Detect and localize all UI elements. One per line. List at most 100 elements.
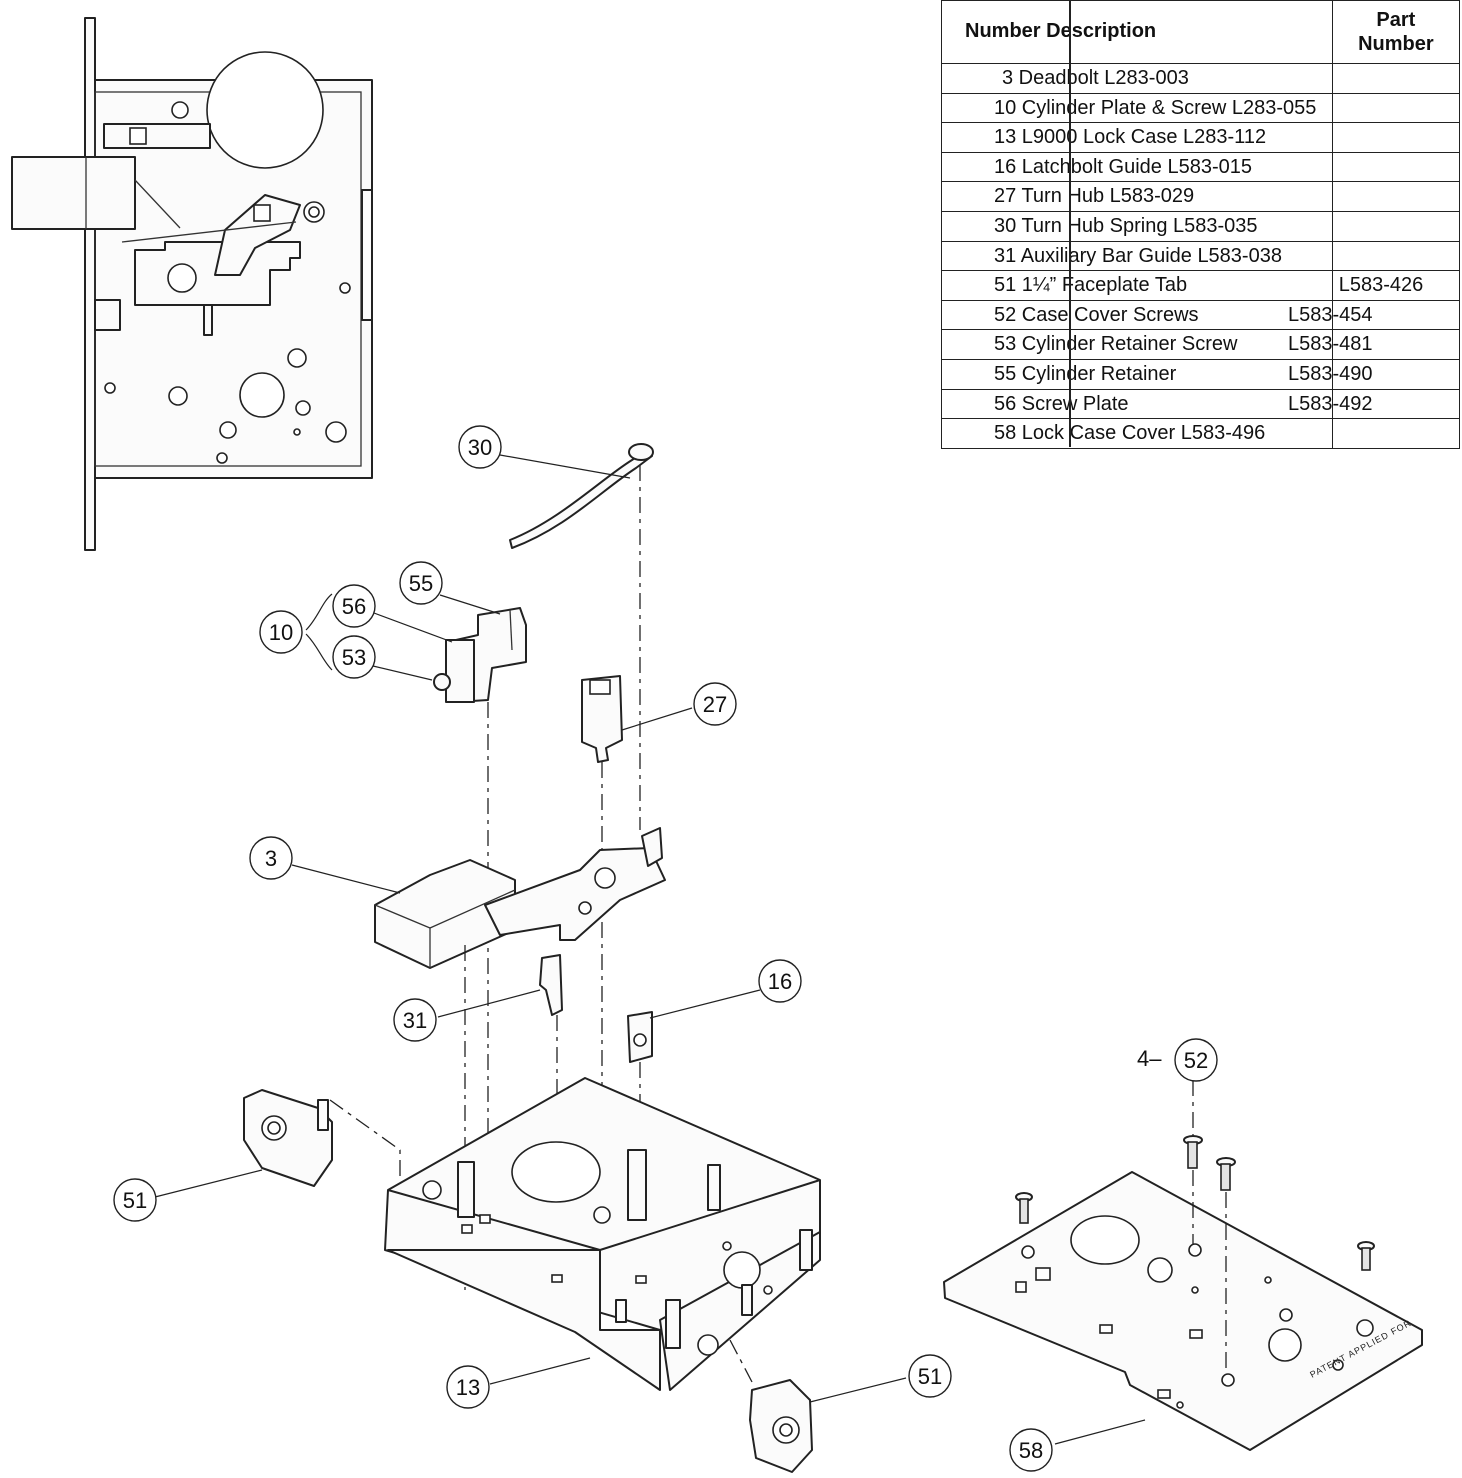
turn-hub-spring (509, 443, 654, 549)
table-row: 16 Latchbolt Guide L583-015 (941, 151, 1461, 183)
svg-text:27: 27 (703, 692, 727, 717)
row-part-cell: L583-426 (1331, 270, 1461, 301)
row-part-cell (1331, 329, 1461, 360)
table-header-row: Number Description Part Number (941, 0, 1461, 64)
screw-1 (1015, 1192, 1033, 1224)
table-column-divider (1069, 0, 1071, 447)
row-description: 53 Cylinder Retainer Screw (994, 333, 1238, 356)
svg-text:51: 51 (123, 1188, 147, 1213)
callout-56: 56 (332, 584, 376, 628)
svg-text:16: 16 (768, 969, 792, 994)
row-description: 30 Turn Hub Spring L583-035 (994, 214, 1258, 237)
row-description: 58 Lock Case Cover L583-496 (994, 422, 1266, 445)
callout-3: 3 (249, 836, 293, 880)
row-description: 10 Cylinder Plate & Screw L283-055 (994, 96, 1317, 119)
callout-16: 16 (758, 959, 802, 1003)
row-description-cell: 10 Cylinder Plate & Screw L283-055 (941, 92, 1333, 124)
table-row: 13 L9000 Lock Case L283-112 (941, 122, 1461, 153)
screw-4 (1357, 1241, 1375, 1271)
deadbolt (374, 827, 666, 969)
callout-10: 10 (259, 610, 303, 654)
row-description-cell: 27 Turn Hub L583-029 (941, 181, 1333, 212)
row-part-cell (1331, 418, 1461, 449)
row-part-number: L583-426 (1338, 273, 1424, 296)
row-part-cell (1331, 151, 1461, 183)
row-description-cell: 3 Deadbolt L283-003 (941, 63, 1333, 94)
table-row: 51 1¼” Faceplate Tab L583-426 (941, 270, 1461, 301)
row-part-cell (1331, 122, 1461, 153)
callout-27: 27 (693, 682, 737, 726)
row-description-cell: 31 Auxiliary Bar Guide L583-038 (941, 240, 1333, 272)
quantity-prefix: 4– (1137, 1046, 1162, 1071)
row-description: 56 Screw Plate (994, 392, 1129, 415)
row-part-cell (1331, 181, 1461, 212)
callout-51-left: 51 (113, 1178, 157, 1222)
row-part-cell (1331, 63, 1461, 94)
faceplate-tab-right (749, 1379, 813, 1473)
row-part-cell (1331, 92, 1461, 124)
row-description: 51 1¼” Faceplate Tab (994, 274, 1188, 297)
svg-text:52: 52 (1184, 1048, 1208, 1073)
svg-text:10: 10 (269, 620, 293, 645)
callout-30: 30 (458, 425, 502, 469)
svg-text:53: 53 (342, 645, 366, 670)
svg-text:13: 13 (456, 1375, 480, 1400)
row-part-cell (1331, 388, 1461, 420)
faceplate-tab-left (243, 1089, 333, 1187)
screw-2 (1183, 1135, 1203, 1169)
row-description: 16 Latchbolt Guide L583-015 (994, 155, 1252, 178)
header-part-number: Part Number (1331, 0, 1461, 64)
callout-13: 13 (446, 1365, 490, 1409)
svg-text:31: 31 (403, 1008, 427, 1033)
row-description: 52 Case Cover Screws (994, 303, 1199, 326)
auxiliary-bar-guide (539, 954, 563, 1016)
row-description: 13 L9000 Lock Case L283-112 (994, 126, 1267, 149)
header-number-description: Number Description (941, 0, 1333, 64)
row-description-cell: 58 Lock Case Cover L583-496 (941, 418, 1333, 449)
svg-text:55: 55 (409, 571, 433, 596)
table-row: 10 Cylinder Plate & Screw L283-055 (941, 92, 1461, 124)
parts-table-body: 3 Deadbolt L283-003 10 Cylinder Plate & S… (941, 63, 1461, 449)
lock-case (384, 1077, 821, 1391)
row-part-cell (1331, 240, 1461, 272)
row-description-cell: 51 1¼” Faceplate Tab (941, 270, 1333, 301)
row-description-cell: 13 L9000 Lock Case L283-112 (941, 122, 1333, 153)
row-description: 27 Turn Hub L583-029 (994, 185, 1195, 208)
table-row: 58 Lock Case Cover L583-496 (941, 418, 1461, 449)
leader-lines (154, 454, 1146, 1445)
screw-3 (1216, 1157, 1236, 1191)
svg-text:58: 58 (1019, 1438, 1043, 1463)
table-row: 31 Auxiliary Bar Guide L583-038 (941, 240, 1461, 272)
table-row: 3 Deadbolt L283-003 (941, 63, 1461, 94)
parts-table: Number Description Part Number 3 Deadbol… (941, 0, 1461, 449)
row-part-cell (1331, 210, 1461, 242)
cylinder-retainer-assembly (433, 607, 527, 703)
callout-53: 53 (332, 635, 376, 679)
row-description-cell: 30 Turn Hub Spring L583-035 (941, 210, 1333, 242)
lock-case-cover: PATENT APPLIED FOR (943, 1171, 1423, 1451)
case-cover-screws (1015, 1135, 1375, 1271)
callout-58: 58 (1009, 1428, 1053, 1472)
svg-text:51: 51 (918, 1364, 942, 1389)
callout-55: 55 (399, 561, 443, 605)
svg-text:30: 30 (468, 435, 492, 460)
callout-51-right: 51 (908, 1354, 952, 1398)
row-part-cell (1331, 299, 1461, 331)
row-description: 3 Deadbolt L283-003 (1002, 67, 1189, 89)
callout-52: 52 4– (1137, 1038, 1218, 1082)
latchbolt-guide (627, 1011, 653, 1063)
turn-hub (581, 675, 623, 763)
row-part-cell (1331, 358, 1461, 390)
svg-text:56: 56 (342, 594, 366, 619)
callout-31: 31 (393, 998, 437, 1042)
table-row: 27 Turn Hub L583-029 (941, 181, 1461, 212)
